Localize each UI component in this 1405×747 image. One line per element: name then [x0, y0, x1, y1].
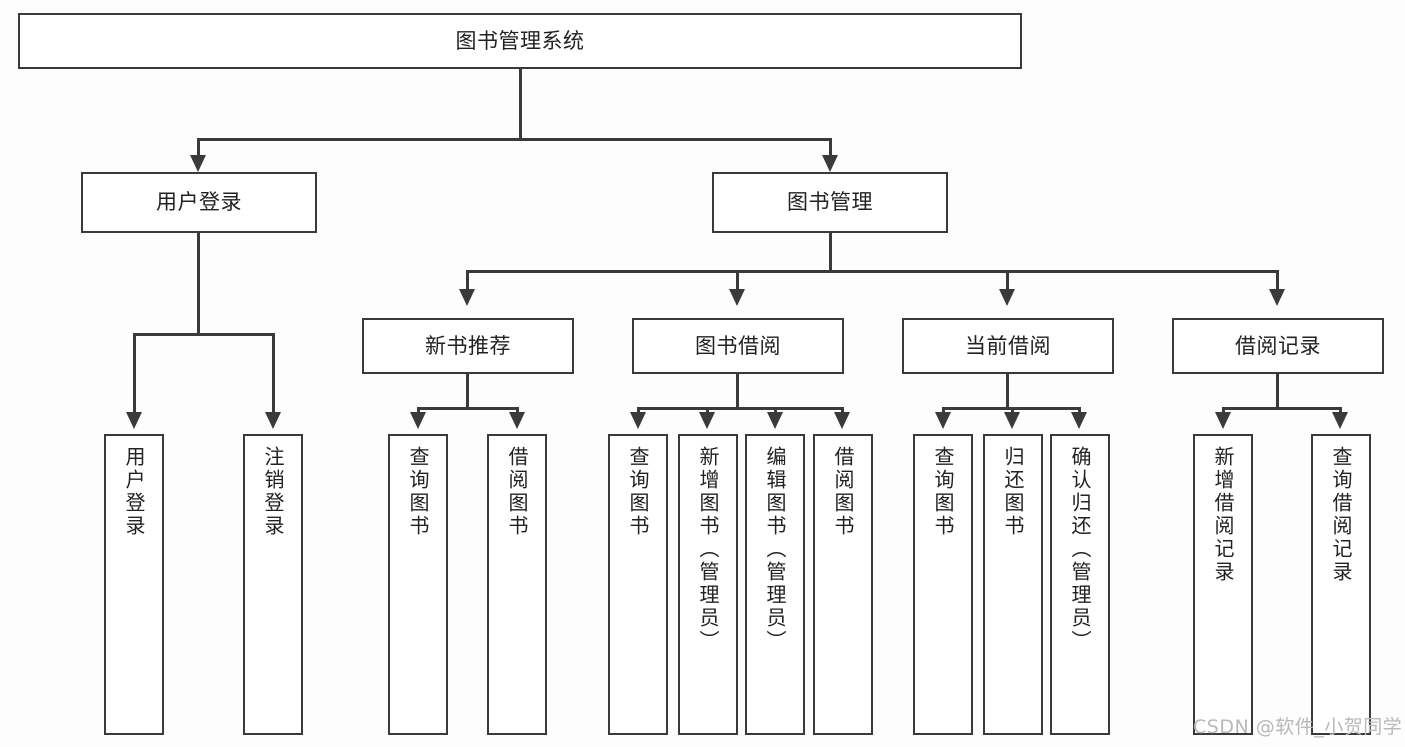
arrow-ul-to-user-logout-leaf	[265, 412, 281, 429]
connector-nb-to-leaf-2	[516, 407, 519, 415]
arrow-bm-to-new-book-recommend	[459, 289, 475, 306]
leaf-label: 新增图书（管理员）	[696, 446, 720, 653]
connector-bm-to-new-book	[466, 270, 469, 292]
connector-bm-to-book-borrow	[736, 270, 739, 292]
connector-br-to-leaf-1	[1222, 407, 1225, 415]
leaf-node-return-book[interactable]: 归还图书	[983, 434, 1043, 735]
node-label: 当前借阅	[965, 333, 1051, 358]
leaf-label: 编辑图书（管理员）	[763, 446, 787, 653]
arrow-root-to-user-login	[190, 155, 206, 172]
arrow-bb-to-edit-book	[767, 412, 783, 429]
connector-bb-to-leaf-2	[706, 407, 709, 415]
connector-book-borrow-drop	[736, 374, 739, 410]
arrow-ul-to-user-login-leaf	[126, 412, 142, 429]
leaf-node-query-borrow-record[interactable]: 查询借阅记录	[1311, 434, 1371, 735]
connector-ul-to-leaf-1	[133, 333, 136, 415]
connector-br-to-leaf-2	[1339, 407, 1342, 415]
leaf-label: 用户登录	[122, 446, 146, 538]
arrow-bm-to-borrow-record	[1269, 289, 1285, 306]
leaf-label: 查询图书	[406, 446, 430, 538]
leaf-label: 借阅图书	[505, 446, 529, 538]
connector-book-manage-drop	[829, 233, 832, 273]
connector-nb-to-leaf-1	[417, 407, 420, 415]
leaf-node-add-borrow-record[interactable]: 新增借阅记录	[1193, 434, 1253, 735]
arrow-br-to-query-record	[1332, 412, 1348, 429]
arrow-cb-to-return-book	[1004, 412, 1020, 429]
leaf-node-user-logout[interactable]: 注销登录	[243, 434, 303, 735]
connector-cb-to-leaf-3	[1078, 407, 1081, 415]
leaf-node-query-book-borrow[interactable]: 查询图书	[608, 434, 668, 735]
node-label: 新书推荐	[425, 333, 511, 358]
node-book-management[interactable]: 图书管理	[712, 172, 948, 233]
connector-current-borrow-drop	[1006, 374, 1009, 410]
node-borrow-record[interactable]: 借阅记录	[1172, 318, 1384, 374]
node-label: 图书管理	[787, 190, 873, 215]
connector-new-book-drop	[466, 374, 469, 410]
connector-book-manage-bus	[466, 270, 1278, 273]
leaf-node-add-book-admin[interactable]: 新增图书（管理员）	[678, 434, 738, 735]
arrow-nb-to-query-book	[410, 412, 426, 429]
node-label: 用户登录	[156, 190, 242, 215]
leaf-node-query-book-current[interactable]: 查询图书	[913, 434, 973, 735]
node-book-management-system[interactable]: 图书管理系统	[18, 13, 1022, 69]
node-label: 图书管理系统	[455, 28, 585, 53]
node-book-borrow[interactable]: 图书借阅	[632, 318, 844, 374]
connector-bm-to-borrow-record	[1276, 270, 1279, 292]
node-label: 图书借阅	[695, 333, 781, 358]
connector-root-to-book-manage	[829, 138, 832, 158]
connector-user-login-bus	[133, 333, 275, 336]
connector-root-drop	[519, 69, 522, 140]
connector-root-to-user-login	[197, 138, 200, 158]
leaf-label: 查询图书	[931, 446, 955, 538]
leaf-node-user-login[interactable]: 用户登录	[104, 434, 164, 735]
arrow-bm-to-current-borrow	[999, 289, 1015, 306]
leaf-node-borrow-book[interactable]: 借阅图书	[813, 434, 873, 735]
leaf-node-edit-book-admin[interactable]: 编辑图书（管理员）	[745, 434, 805, 735]
connector-user-login-drop	[197, 233, 200, 336]
arrow-cb-to-query-book	[935, 412, 951, 429]
leaf-label: 查询图书	[626, 446, 650, 538]
csdn-watermark: CSDN @软件_小贺同学	[1193, 716, 1403, 738]
leaf-label: 归还图书	[1001, 446, 1025, 538]
leaf-label: 新增借阅记录	[1211, 446, 1235, 584]
leaf-label: 借阅图书	[831, 446, 855, 538]
connector-root-bus	[197, 138, 831, 141]
connector-bb-to-leaf-3	[774, 407, 777, 415]
node-label: 借阅记录	[1235, 333, 1321, 358]
connector-new-book-bus	[417, 407, 519, 410]
connector-borrow-record-drop	[1276, 374, 1279, 410]
arrow-bm-to-book-borrow	[729, 289, 745, 306]
node-new-book-recommend[interactable]: 新书推荐	[362, 318, 574, 374]
arrow-bb-to-add-book	[699, 412, 715, 429]
leaf-node-query-book-recommend[interactable]: 查询图书	[388, 434, 448, 735]
arrow-cb-to-confirm-return	[1071, 412, 1087, 429]
node-user-login[interactable]: 用户登录	[81, 172, 317, 233]
connector-borrow-record-bus	[1222, 407, 1342, 410]
leaf-node-confirm-return-admin[interactable]: 确认归还（管理员）	[1050, 434, 1110, 735]
connector-ul-to-leaf-2	[272, 333, 275, 415]
leaf-label: 查询借阅记录	[1329, 446, 1353, 584]
connector-bb-to-leaf-1	[637, 407, 640, 415]
node-current-borrow[interactable]: 当前借阅	[902, 318, 1114, 374]
arrow-root-to-book-manage	[822, 155, 838, 172]
connector-cb-to-leaf-1	[942, 407, 945, 415]
arrow-bb-to-borrow-book	[834, 412, 850, 429]
connector-bb-to-leaf-4	[841, 407, 844, 415]
connector-bm-to-current-borrow	[1006, 270, 1009, 292]
arrow-br-to-add-record	[1215, 412, 1231, 429]
arrow-nb-to-borrow-book	[509, 412, 525, 429]
leaf-label: 注销登录	[261, 446, 285, 538]
leaf-node-borrow-book-recommend[interactable]: 借阅图书	[487, 434, 547, 735]
connector-book-borrow-bus	[637, 407, 843, 410]
leaf-label: 确认归还（管理员）	[1068, 446, 1092, 653]
connector-cb-to-leaf-2	[1011, 407, 1014, 415]
arrow-bb-to-query-book	[630, 412, 646, 429]
